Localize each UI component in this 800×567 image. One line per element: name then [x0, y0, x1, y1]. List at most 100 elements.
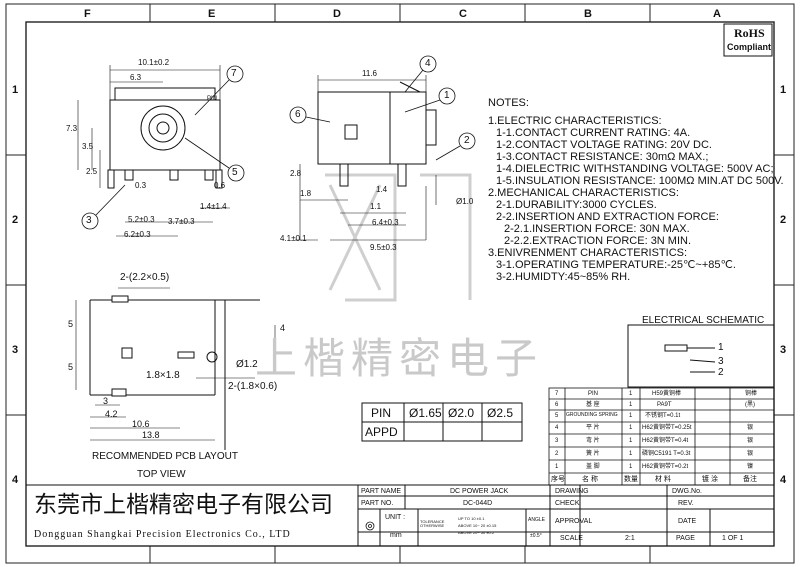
balloon-2: 2	[464, 135, 470, 146]
rohs-title: RoHS	[734, 26, 765, 40]
drawing-label: DRAWING	[555, 488, 589, 495]
bom-header: 数量	[624, 476, 638, 483]
note-line: 2-2.2.EXTRACTION FORCE: 3N MIN.	[504, 235, 692, 247]
bom-cell: 磷铜C5191 T=0.3t	[642, 451, 691, 457]
unit-label: UNIT :	[385, 514, 406, 521]
note-line: 1-2.CONTACT VOLTAGE RATING: 20V DC.	[496, 139, 712, 151]
tolerance-2: ABOVE 10~ 20 ±0.15	[458, 523, 497, 528]
dim-sq: 1.4±1.4	[200, 202, 227, 211]
pin-table-header-165: Ø1.65	[409, 406, 442, 420]
note-line: 3.ENIVRENMENT CHARACTERISTICS:	[488, 247, 688, 259]
balloon-1: 1	[444, 90, 450, 101]
bom-cell: 簧 片	[586, 451, 600, 457]
front-view	[107, 87, 223, 189]
pcb-dim-5a: 5	[68, 319, 74, 329]
balloon-4: 4	[425, 58, 431, 69]
part-no: DC-044D	[463, 500, 493, 507]
dim-side-h: 2.8	[290, 169, 302, 178]
zone-row-4: 4	[12, 474, 19, 486]
dim-side-a: 1.8	[300, 189, 312, 198]
title-block	[26, 23, 774, 546]
dim-width: 10.1±0.2	[138, 58, 170, 67]
bom-cell: PIN	[588, 391, 599, 397]
bom-cell: 1	[555, 464, 559, 470]
zone-row-1-right: 1	[780, 84, 787, 96]
bom-cell: 镍	[747, 464, 754, 470]
dim-hole: Ø1.0	[456, 197, 474, 206]
bom-header: 镀 涂	[702, 476, 718, 483]
dim-side-b: 1.4	[376, 185, 388, 194]
rev-label: REV.	[678, 500, 694, 507]
bom-cell: 基 座	[586, 402, 600, 408]
bom-table	[548, 387, 775, 486]
zone-col-a: A	[713, 8, 721, 20]
note-line: 2.MECHANICAL CHARACTERISTICS:	[488, 187, 679, 199]
pin-table-header-pin: PIN	[371, 406, 392, 420]
dim-length: 11.6	[362, 69, 377, 78]
bom-cell: 2	[555, 451, 559, 457]
bom-cell: 盖 脚	[586, 464, 600, 470]
page-value: 1 OF 1	[722, 535, 744, 542]
bom-cell: 铜棒	[745, 391, 758, 397]
bom-cell: 1	[629, 451, 633, 457]
notes-title: NOTES:	[488, 97, 529, 109]
zone-col-c: C	[459, 8, 467, 20]
bom-cell: 不锈钢T=0.1t	[645, 413, 681, 419]
pin-table-row-appd: APPD	[365, 425, 398, 439]
note-line: 2-1.DURABILITY:3000 CYCLES.	[496, 199, 657, 211]
pcb-dim-13-8: 13.8	[142, 430, 160, 440]
approval-label: APPROVAL	[555, 518, 593, 525]
bom-cell: 弯 片	[586, 438, 600, 444]
side-view	[317, 81, 437, 187]
bom-cell: 1	[629, 425, 633, 431]
bom-cell: H62黄铜带T=0.2t	[642, 464, 689, 470]
bom-cell: 银	[747, 451, 754, 457]
balloon-3: 3	[86, 215, 92, 226]
zone-row-3: 3	[12, 344, 19, 356]
pcb-dim-3: 3	[103, 396, 109, 406]
zone-col-e: E	[208, 8, 216, 20]
scale-label: SCALE	[560, 535, 583, 542]
bom-cell: 7	[555, 391, 559, 397]
bom-cell: 6	[555, 402, 559, 408]
bom-cell: 平 片	[586, 425, 600, 431]
dim-h2: 3.5	[82, 142, 94, 151]
zone-row-3-right: 3	[780, 344, 787, 356]
pcb-square: 1.8×1.8	[146, 370, 180, 381]
note-line: 2-2.1.INSERTION FORCE: 30N MAX.	[504, 223, 690, 235]
bom-header: 备注	[743, 476, 757, 483]
pcb-caption: RECOMMENDED PCB LAYOUT	[92, 451, 238, 462]
dim-p3: 6.2±0.3	[124, 230, 151, 239]
part-no-label: PART NO.	[361, 500, 394, 507]
balloon-5: 5	[232, 167, 238, 178]
pin-table	[361, 402, 523, 442]
dim-height: 7.3	[66, 124, 78, 133]
projection-symbol	[365, 521, 375, 531]
bom-cell: H62黄铜带T=0.4t	[642, 438, 689, 444]
dim-side-e: 9.5±0.3	[370, 243, 397, 252]
bom-cell: 4	[555, 425, 559, 431]
bom-cell: 银	[747, 438, 754, 444]
pcb-view-caption: TOP VIEW	[137, 469, 186, 480]
zone-row-1: 1	[12, 84, 19, 96]
tolerance-3: ABOVE 20~ 50 ±0.2	[458, 530, 495, 535]
tolerance-1: UP TO 10 ±0.1	[458, 516, 485, 521]
zone-col-f: F	[84, 8, 91, 20]
scale-value: 2:1	[625, 535, 635, 542]
bom-cell: PA9T	[657, 402, 672, 408]
angle-label: ANGLE	[528, 517, 545, 523]
schematic-pin-2: 2	[718, 367, 724, 378]
angle-value: ±0.5°	[530, 533, 542, 539]
company-name-en: Dongguan Shangkai Precision Electronics …	[34, 529, 291, 540]
watermark-text: 上楷精密电子	[255, 334, 544, 383]
zone-row-4-right: 4	[780, 474, 787, 486]
note-line: 1-5.INSULATION RESISTANCE: 100MΩ MIN.AT …	[496, 175, 784, 187]
pcb-slot1: 2-(2.2×0.5)	[120, 272, 170, 283]
bom-cell: 1	[629, 402, 633, 408]
pcb-dim-10-6: 10.6	[132, 419, 150, 429]
dim-pin-off: 0.3	[135, 181, 147, 190]
zone-row-2-right: 2	[780, 214, 787, 226]
bom-cell: 1	[629, 464, 633, 470]
dim-side-c: 1.1	[370, 202, 382, 211]
tolerance-label: TOLERANCE OTHERWISE	[420, 519, 445, 528]
